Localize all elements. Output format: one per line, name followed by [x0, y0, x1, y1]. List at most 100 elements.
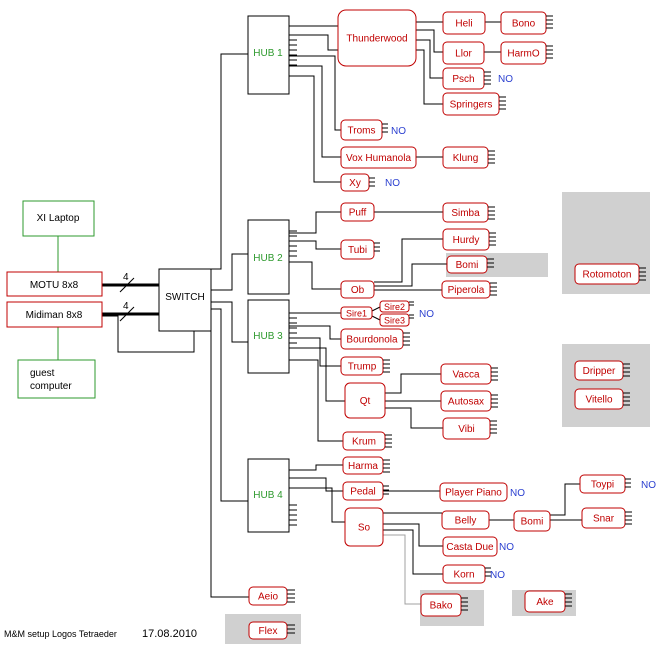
instrument-simba-label: Simba: [451, 208, 480, 219]
instrument-llor[interactable]: Llor: [442, 41, 485, 65]
instrument-ake-label: Ake: [536, 597, 554, 608]
instrument-bono-box: [500, 11, 547, 35]
instrument-bomi-hub4-box: [513, 510, 551, 532]
hub-4[interactable]: HUB 4: [247, 458, 290, 533]
instrument-thunderwood-label: Thunderwood: [346, 34, 407, 45]
panel-dripper-vitello: [562, 344, 650, 427]
instrument-harmo-box: [500, 41, 547, 65]
instrument-bourdonola-box: [340, 328, 404, 350]
instrument-rotomoton-label: Rotomoton: [583, 270, 632, 281]
instrument-harmo[interactable]: HarmO: [500, 41, 547, 65]
instrument-aeio[interactable]: Aeio: [248, 586, 288, 606]
instrument-ake[interactable]: Ake: [524, 590, 566, 613]
switch[interactable]: SWITCH: [158, 268, 212, 332]
instrument-bomi-hub2[interactable]: Bomi: [446, 255, 488, 274]
instrument-player-piano[interactable]: Player Piano: [439, 482, 508, 502]
hub-1[interactable]: HUB 1: [247, 15, 290, 95]
instrument-pedal[interactable]: Pedal: [342, 481, 384, 501]
instrument-harma[interactable]: Harma: [342, 456, 384, 475]
instrument-bourdonola-label: Bourdonola: [346, 335, 398, 346]
instrument-trump-box: [340, 356, 384, 376]
instrument-qt-label: Qt: [360, 396, 371, 407]
instrument-sire2[interactable]: Sire2: [379, 300, 410, 313]
instrument-bourdonola[interactable]: Bourdonola: [340, 328, 404, 350]
instrument-thunderwood[interactable]: Thunderwood: [337, 9, 417, 67]
instrument-ob-box: [340, 280, 375, 299]
instrument-trump[interactable]: Trump: [340, 356, 384, 376]
instrument-bomi-hub4-label: Bomi: [521, 517, 544, 528]
instrument-hurdy[interactable]: Hurdy: [442, 228, 490, 251]
instrument-vitello[interactable]: Vitello: [574, 388, 624, 410]
instrument-tubi-label: Tubi: [348, 245, 367, 256]
instrument-puff-label: Puff: [349, 208, 367, 219]
instrument-psch[interactable]: Psch: [442, 67, 485, 90]
instrument-so[interactable]: So: [344, 507, 384, 547]
instrument-dripper[interactable]: Dripper: [574, 360, 624, 381]
instrument-vitello-label: Vitello: [585, 395, 612, 406]
instrument-psch-label: Psch: [452, 74, 474, 85]
no-casta-due: NO: [499, 542, 514, 553]
port-marks: [287, 15, 646, 634]
instrument-klung[interactable]: Klung: [442, 146, 489, 169]
instrument-ob[interactable]: Ob: [340, 280, 375, 299]
switch-label: SWITCH: [165, 292, 204, 303]
instrument-vibi[interactable]: Vibi: [442, 417, 491, 440]
instrument-heli[interactable]: Heli: [442, 11, 486, 35]
instrument-vox-humanola[interactable]: Vox Humanola: [340, 146, 417, 169]
instrument-xy-label: Xy: [349, 178, 361, 189]
motu-label: MOTU 8x8: [30, 280, 79, 291]
instrument-autosax[interactable]: Autosax: [440, 390, 492, 412]
hub-3[interactable]: HUB 3: [247, 299, 290, 374]
instrument-sire1[interactable]: Sire1: [340, 306, 373, 320]
instrument-sire3[interactable]: Sire3: [379, 313, 410, 327]
instrument-so-label: So: [358, 523, 371, 534]
instrument-sire3-label: Sire3: [384, 316, 405, 326]
instrument-heli-box: [442, 11, 486, 35]
xl-laptop[interactable]: XI Laptop: [22, 200, 95, 237]
guest-label-line1: guest: [30, 368, 55, 379]
hub-2[interactable]: HUB 2: [247, 219, 290, 295]
instrument-springers[interactable]: Springers: [442, 92, 500, 116]
hub-2-label: HUB 2: [253, 253, 283, 264]
instrument-bono[interactable]: Bono: [500, 11, 547, 35]
instrument-rotomoton[interactable]: Rotomoton: [574, 263, 640, 285]
instrument-psch-box: [442, 67, 485, 90]
instrument-snar-label: Snar: [593, 514, 615, 525]
instrument-bono-label: Bono: [512, 19, 536, 30]
motu-8x8[interactable]: MOTU 8x8: [6, 271, 103, 297]
instrument-flex[interactable]: Flex: [248, 621, 288, 640]
instrument-bako[interactable]: Bako: [420, 593, 462, 617]
instrument-korn[interactable]: Korn: [442, 564, 486, 584]
guest-label-line2: computer: [30, 381, 72, 392]
instrument-harma-box: [342, 456, 384, 475]
instrument-qt[interactable]: Qt: [344, 382, 386, 419]
instrument-korn-box: [442, 564, 486, 584]
instrument-vacca-label: Vacca: [452, 370, 479, 381]
instrument-piperola[interactable]: Piperola: [441, 280, 491, 299]
instrument-snar[interactable]: Snar: [581, 507, 626, 529]
instrument-bomi-hub4[interactable]: Bomi: [513, 510, 551, 532]
instrument-tubi[interactable]: Tubi: [340, 239, 375, 260]
instrument-krum[interactable]: Krum: [342, 431, 386, 451]
guest-computer[interactable]: guest computer: [17, 359, 96, 399]
instrument-belly[interactable]: Belly: [441, 510, 490, 530]
instrument-trump-label: Trump: [348, 362, 377, 373]
instrument-simba[interactable]: Simba: [442, 202, 489, 223]
instrument-vacca-box: [440, 363, 492, 385]
instrument-vacca[interactable]: Vacca: [440, 363, 492, 385]
instrument-toypi[interactable]: Toypi: [579, 474, 626, 494]
midiman-8x8[interactable]: Midiman 8x8: [6, 301, 103, 328]
instrument-xy[interactable]: Xy: [340, 173, 370, 192]
instrument-toypi-label: Toypi: [591, 480, 614, 491]
instrument-piperola-box: [441, 280, 491, 299]
instrument-harma-label: Harma: [348, 461, 378, 472]
instrument-troms[interactable]: Troms: [340, 119, 383, 141]
instrument-tubi-box: [340, 239, 375, 260]
instrument-puff[interactable]: Puff: [340, 202, 375, 222]
instrument-klung-box: [442, 146, 489, 169]
port-count-midiman: 4: [123, 301, 129, 312]
instrument-springers-label: Springers: [450, 100, 493, 111]
instrument-casta-due[interactable]: Casta Due: [442, 536, 498, 557]
hub-4-label: HUB 4: [253, 490, 283, 501]
